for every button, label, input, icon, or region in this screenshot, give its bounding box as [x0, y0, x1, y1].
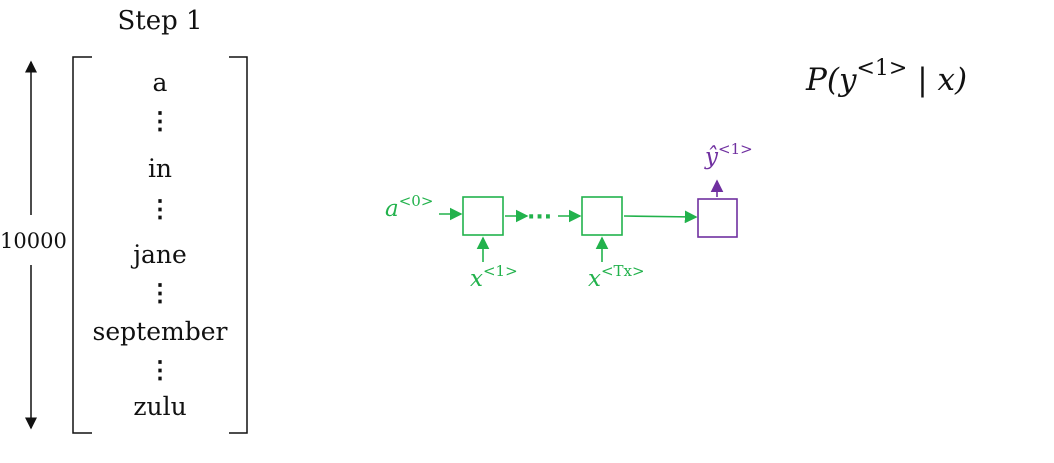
yhat-sup: <1>	[718, 140, 753, 158]
vocab-word-a: a	[152, 68, 168, 97]
vocab-word-in: in	[147, 154, 173, 183]
output-cell	[697, 198, 738, 238]
rnn-cell-1	[462, 196, 504, 236]
vocab-word-september: september	[92, 317, 228, 346]
xtx-sup: <Tx>	[600, 262, 645, 280]
x1-base: x	[470, 266, 483, 292]
a0-sup: <0>	[398, 192, 434, 210]
rnn-cell-tx	[581, 196, 623, 236]
rnn-ellipsis: ···	[527, 205, 552, 230]
vocab-ellipsis-1: ⋮	[148, 106, 172, 135]
a0-base: a	[385, 196, 399, 222]
yhat-label: ŷ<1>	[705, 140, 753, 170]
celltx-to-output-arrow	[623, 210, 698, 224]
vocab-ellipsis-4: ⋮	[148, 355, 172, 384]
prob-superscript: <1>	[856, 56, 908, 81]
vocab-word-jane: jane	[133, 240, 187, 269]
a0-label: a<0>	[385, 192, 433, 222]
x1-label: x<1>	[470, 262, 518, 292]
vocab-ellipsis-2: ⋮	[148, 194, 172, 223]
vocab-word-zulu: zulu	[133, 392, 187, 421]
x1-sup: <1>	[482, 262, 518, 280]
vocab-size-label: 10000	[0, 229, 67, 253]
xtx-base: x	[588, 266, 601, 292]
vocab-ellipsis-3: ⋮	[148, 278, 172, 307]
probability-formula: P(y<1> | x)	[806, 56, 968, 98]
prob-suffix: | x)	[907, 62, 968, 98]
yhat-base: ŷ	[705, 144, 718, 170]
right-bracket	[229, 56, 248, 434]
xtx-label: x<Tx>	[588, 262, 645, 292]
step-title: Step 1	[117, 6, 203, 36]
prob-prefix: P(y	[806, 62, 857, 98]
left-bracket	[72, 56, 92, 434]
